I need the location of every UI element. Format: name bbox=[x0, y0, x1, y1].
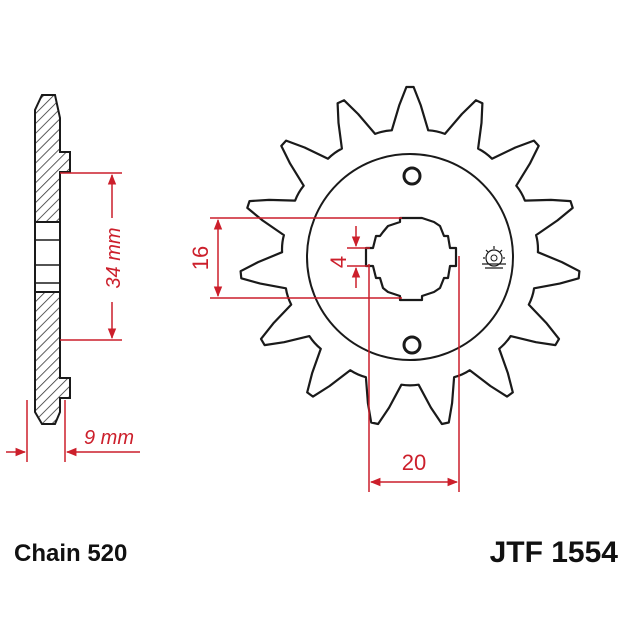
part-number-label: JTF 1554 bbox=[489, 536, 618, 569]
side-view-bore bbox=[34, 221, 61, 293]
bore-width-dimension: 20 bbox=[368, 256, 460, 492]
splined-bore bbox=[364, 216, 458, 302]
bore-height-dimension: 16 bbox=[184, 217, 402, 299]
keyway-dimension: 4 bbox=[326, 226, 370, 288]
sprocket-logo-icon bbox=[482, 246, 506, 269]
center-distance-dimension: 34 mm bbox=[60, 172, 125, 341]
bore-height-label: 16 bbox=[188, 246, 213, 270]
thickness-dimension: 9 mm bbox=[6, 400, 140, 462]
mount-hole-icon bbox=[402, 335, 422, 355]
side-view: 34 mm 9 mm bbox=[6, 94, 140, 462]
hub-circle bbox=[306, 153, 514, 361]
center-distance-label: 34 mm bbox=[103, 227, 125, 288]
chain-size-label: Chain 520 bbox=[14, 540, 128, 567]
thickness-label: 9 mm bbox=[84, 427, 134, 449]
bore-width-label: 20 bbox=[402, 450, 426, 475]
keyway-label: 4 bbox=[326, 256, 351, 268]
mount-hole-icon bbox=[402, 166, 422, 186]
front-view: 16 4 20 bbox=[184, 85, 581, 492]
